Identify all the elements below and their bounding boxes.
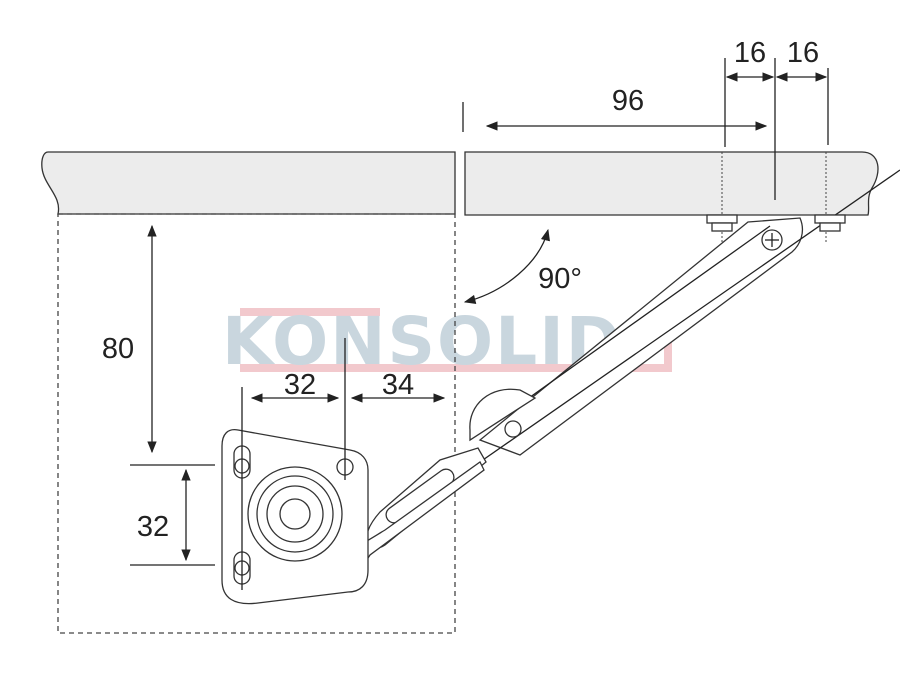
dim-80-label: 80 [102,333,134,365]
arm-rivet [504,420,522,438]
dim-96-label: 96 [612,85,644,117]
left-panel [41,151,456,215]
dim-34-label: 34 [382,369,414,401]
dim-16-left-label: 16 [734,37,766,69]
dimension-lines [130,58,829,590]
watermark-text: KONSOLID [222,303,623,380]
watermark-logo: KONSOLID [222,303,672,380]
cabinet-outline [57,213,456,634]
stay-arm [299,169,900,587]
dim-32-vertical-label: 32 [137,511,169,543]
dim-32-horizontal-label: 32 [284,369,316,401]
mounting-bolts [706,214,846,232]
base-plate [221,428,369,605]
dim-16-right-label: 16 [787,37,819,69]
angle-90-label: 90° [538,263,582,295]
right-panel [464,151,879,216]
